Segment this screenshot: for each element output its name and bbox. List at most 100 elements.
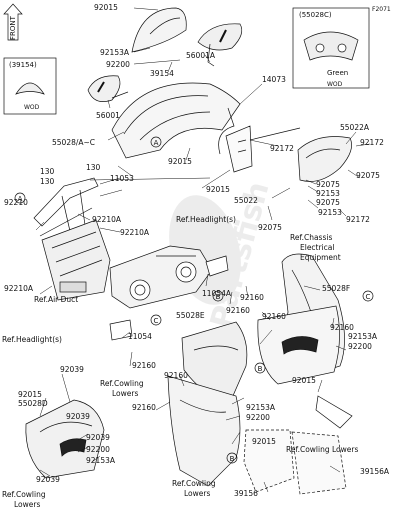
headlight-part [109, 245, 213, 309]
callout-35: 92160 [262, 312, 286, 321]
callout-17: 55022 [234, 196, 258, 205]
callout-46: 92039 [86, 433, 110, 442]
mirror-right-part [197, 23, 243, 67]
marker-a-top: A [150, 136, 162, 148]
callout-36: 92160 [330, 323, 354, 332]
ref-headlight-top: Ref.Headlight(s) [176, 215, 236, 224]
callout-18: 92075 [316, 198, 340, 207]
marker-c-left: C [150, 314, 162, 326]
callout-3: 92200 [106, 60, 130, 69]
inset-left-code: (39154) [9, 61, 37, 69]
callout-41: 92160 [132, 361, 156, 370]
callout-1: 92015 [94, 3, 118, 12]
callout-33: 92160 [226, 306, 250, 315]
callout-2: 92153A [100, 48, 130, 57]
callout-12: 92172 [360, 138, 384, 147]
callout-22: 130 [86, 163, 101, 172]
inset-box-left: (39154) WOD [3, 57, 57, 115]
callout-55: 39156A [360, 467, 390, 476]
callout-26: 92210 [4, 198, 28, 207]
callout-42: 92039 [60, 365, 84, 374]
callout-47: 92200 [86, 445, 110, 454]
marker-a-left: A [14, 192, 26, 204]
left-lower-cowl-part [25, 399, 105, 479]
marker-a-top-label: A [154, 139, 159, 147]
marker-b-low-label: B [230, 455, 235, 463]
inset-box-right: (55028C) Green WOD [292, 7, 370, 89]
callout-19: 92153 [318, 208, 342, 217]
callout-6: 56001 [96, 111, 120, 120]
marker-b-mid: B [254, 362, 266, 374]
ref-cowl-lowers-bottom-2: Lowers [184, 489, 210, 498]
inset-right-color: Green [327, 69, 348, 77]
callout-28: 92210A [120, 228, 150, 237]
callout-48: 92153A [86, 456, 116, 465]
ref-headlight-left: Ref.Headlight(s) [2, 335, 62, 344]
leader-lines [35, 7, 371, 493]
callout-51: 92153A [246, 403, 276, 412]
callout-23: 130 [40, 167, 55, 176]
callout-53: 92015 [252, 437, 276, 446]
marker-c-right: C [362, 290, 374, 302]
callout-29: 92210A [4, 284, 34, 293]
callout-20: 92075 [258, 223, 282, 232]
ref-cowl-lowers-right: Ref.Cowling Lowers [286, 445, 358, 454]
inner-cover-right-part [297, 136, 352, 182]
upper-cowl-icon [303, 31, 359, 61]
callout-24: 130 [40, 177, 55, 186]
inset-right-note: WOD [327, 81, 343, 88]
callout-30: 55028F [322, 284, 350, 293]
ref-cowl-lowers-left-2: Lowers [14, 500, 40, 509]
callout-25: 11053 [110, 174, 134, 183]
callout-49: 92039 [36, 475, 60, 484]
callout-39: 92015 [292, 376, 316, 385]
ref-chassis-2: Electrical [300, 243, 334, 252]
side-cowl-panel-part [257, 305, 340, 385]
ref-cowl-lowers-left-1: Ref.Cowling [2, 490, 46, 499]
callout-8: 55028/A~C [52, 138, 95, 147]
ref-chassis-1: Ref.Chassis [290, 233, 332, 242]
air-duct-part [41, 219, 111, 301]
callout-21: 92172 [346, 215, 370, 224]
callout-56: 92160 [132, 403, 156, 412]
marker-c-left-label: C [154, 317, 159, 325]
marker-a-left-label: A [18, 195, 23, 203]
inset-right-code: (55028C) [299, 11, 332, 19]
callout-5: 56001A [186, 51, 216, 60]
ref-cowl-lowers-mid-2: Lowers [112, 389, 138, 398]
callout-4: 39154 [150, 69, 174, 78]
marker-b-mid-label: B [258, 365, 263, 373]
callout-54: 39156 [234, 489, 258, 498]
marker-b-upper: B [212, 290, 224, 302]
callout-9: 92015 [168, 157, 192, 166]
inset-left-note: WOD [24, 104, 40, 111]
marker-c-right-label: C [366, 293, 371, 301]
ref-air-duct: Ref.Air Duct [34, 295, 78, 304]
callout-7: 14073 [262, 75, 286, 84]
middle-cowl-part [181, 321, 248, 399]
callout-52: 92200 [246, 413, 270, 422]
cowl-stay-part [225, 125, 301, 173]
callout-15: 92075 [316, 180, 340, 189]
ref-chassis-3: Equipment [300, 253, 341, 262]
pad-39156a-part [291, 431, 347, 495]
callout-27: 92210A [92, 215, 122, 224]
bracket-11054-part [109, 319, 133, 341]
callout-13: 92015 [206, 185, 230, 194]
upper-cowl-part [111, 82, 241, 159]
lower-cowl-part [167, 375, 241, 487]
callout-50: 92160 [164, 371, 188, 380]
windshield-part [131, 7, 187, 53]
front-label: FRONT [9, 15, 17, 40]
callout-10: 92172 [270, 144, 294, 153]
ref-cowl-lowers-bottom-1: Ref.Cowling [172, 479, 216, 488]
front-arrow-icon: FRONT [3, 3, 23, 41]
callout-34: 55028E [176, 311, 205, 320]
callout-37: 92153A [348, 332, 378, 341]
callout-40: 11054 [128, 332, 152, 341]
callout-16: 92153 [316, 189, 340, 198]
callout-44: 55028D [18, 399, 48, 408]
callout-32: 92160 [240, 293, 264, 302]
callout-31: 11054A [202, 289, 232, 298]
